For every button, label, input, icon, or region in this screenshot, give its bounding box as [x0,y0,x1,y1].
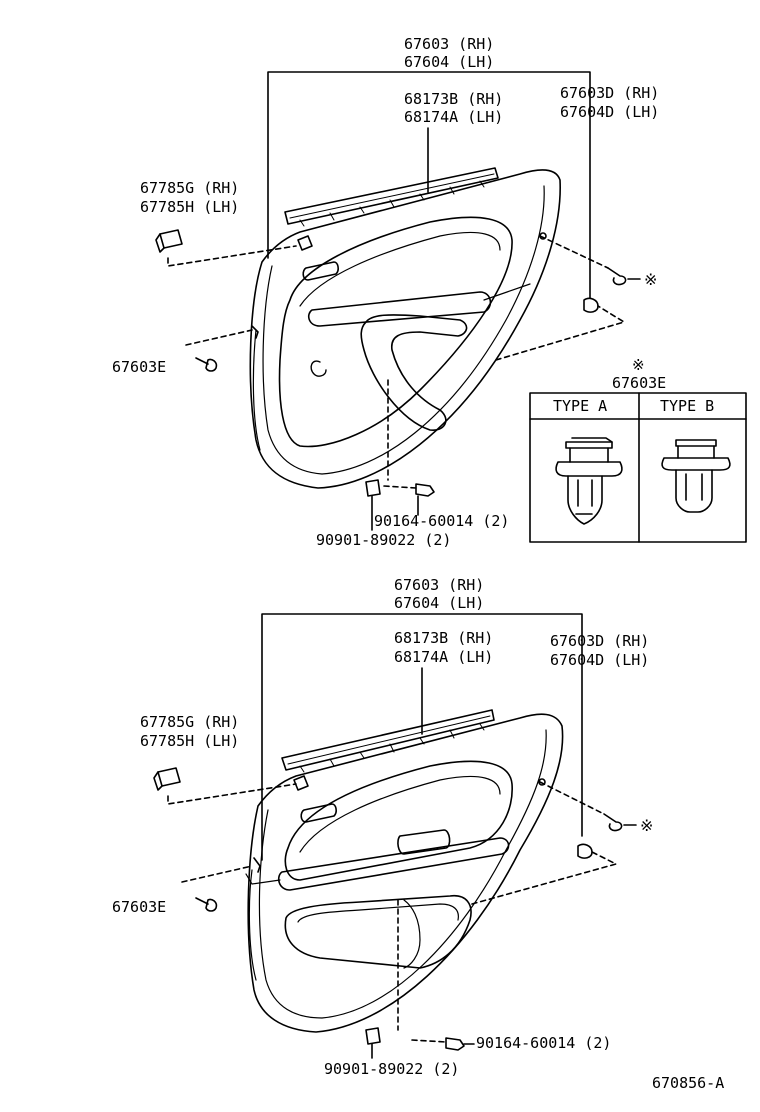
label-weatherstrip-rh-lower: 68173B (RH) [394,629,494,647]
clip-right-upper [495,232,641,361]
inset-type-a-label: TYPE A [553,397,608,415]
bottom-fasteners-upper [365,379,435,531]
weatherstrip-upper [284,167,499,227]
inset-part-label: 67603E [612,374,667,392]
upper-assembly [155,71,641,531]
label-weatherstrip-lh-lower: 68174A (LH) [394,648,494,666]
label-panel-rh-upper: 67603 (RH) [404,35,495,53]
figure-code: 670856-A [652,1074,725,1092]
label-nut-lower: 90901-89022 (2) [324,1060,460,1078]
bottom-fasteners-lower [365,899,475,1059]
clip-right-lower [471,778,637,905]
label-screw-lower: 90164-60014 (2) [476,1034,612,1052]
lower-assembly [153,613,637,1059]
label-clip-e-upper: 67603E [112,358,167,376]
ref-symbol-upper: ※ [644,270,658,289]
inset-frame [529,392,747,543]
label-cover-rh-lower: 67785G (RH) [140,713,240,731]
label-clip-d-rh-lower: 67603D (RH) [550,632,650,650]
label-screw-upper: 90164-60014 (2) [374,512,510,530]
label-panel-lh-lower: 67604 (LH) [394,594,485,612]
inset-symbol: ※ [632,356,645,374]
cover-upper [155,229,313,267]
label-panel-rh-lower: 67603 (RH) [394,576,485,594]
inset-type-b-label: TYPE B [660,397,715,415]
clip-type-a [555,437,623,525]
panel-leader-lower [261,613,583,861]
label-panel-lh-upper: 67604 (LH) [404,53,495,71]
panel-leader-upper [267,71,591,299]
label-weatherstrip-lh-upper: 68174A (LH) [404,108,504,126]
label-cover-lh-upper: 67785H (LH) [140,198,240,216]
clip-type-b [661,439,731,513]
door-panel-lower [245,713,564,1033]
label-weatherstrip-rh-upper: 68173B (RH) [404,90,504,108]
clip-e-upper [185,325,259,372]
cover-lower [153,767,309,805]
door-panel-upper [249,169,561,489]
label-clip-d-lh-upper: 67604D (LH) [560,103,660,121]
ref-symbol-lower: ※ [640,816,654,835]
label-cover-rh-upper: 67785G (RH) [140,179,240,197]
label-clip-d-rh-upper: 67603D (RH) [560,84,660,102]
label-cover-lh-lower: 67785H (LH) [140,732,240,750]
clip-e-lower [181,857,261,912]
label-clip-e-lower: 67603E [112,898,167,916]
inset-clips [529,392,747,543]
label-clip-d-lh-lower: 67604D (LH) [550,651,650,669]
label-nut-upper: 90901-89022 (2) [316,531,452,549]
weatherstrip-lower [281,709,495,773]
